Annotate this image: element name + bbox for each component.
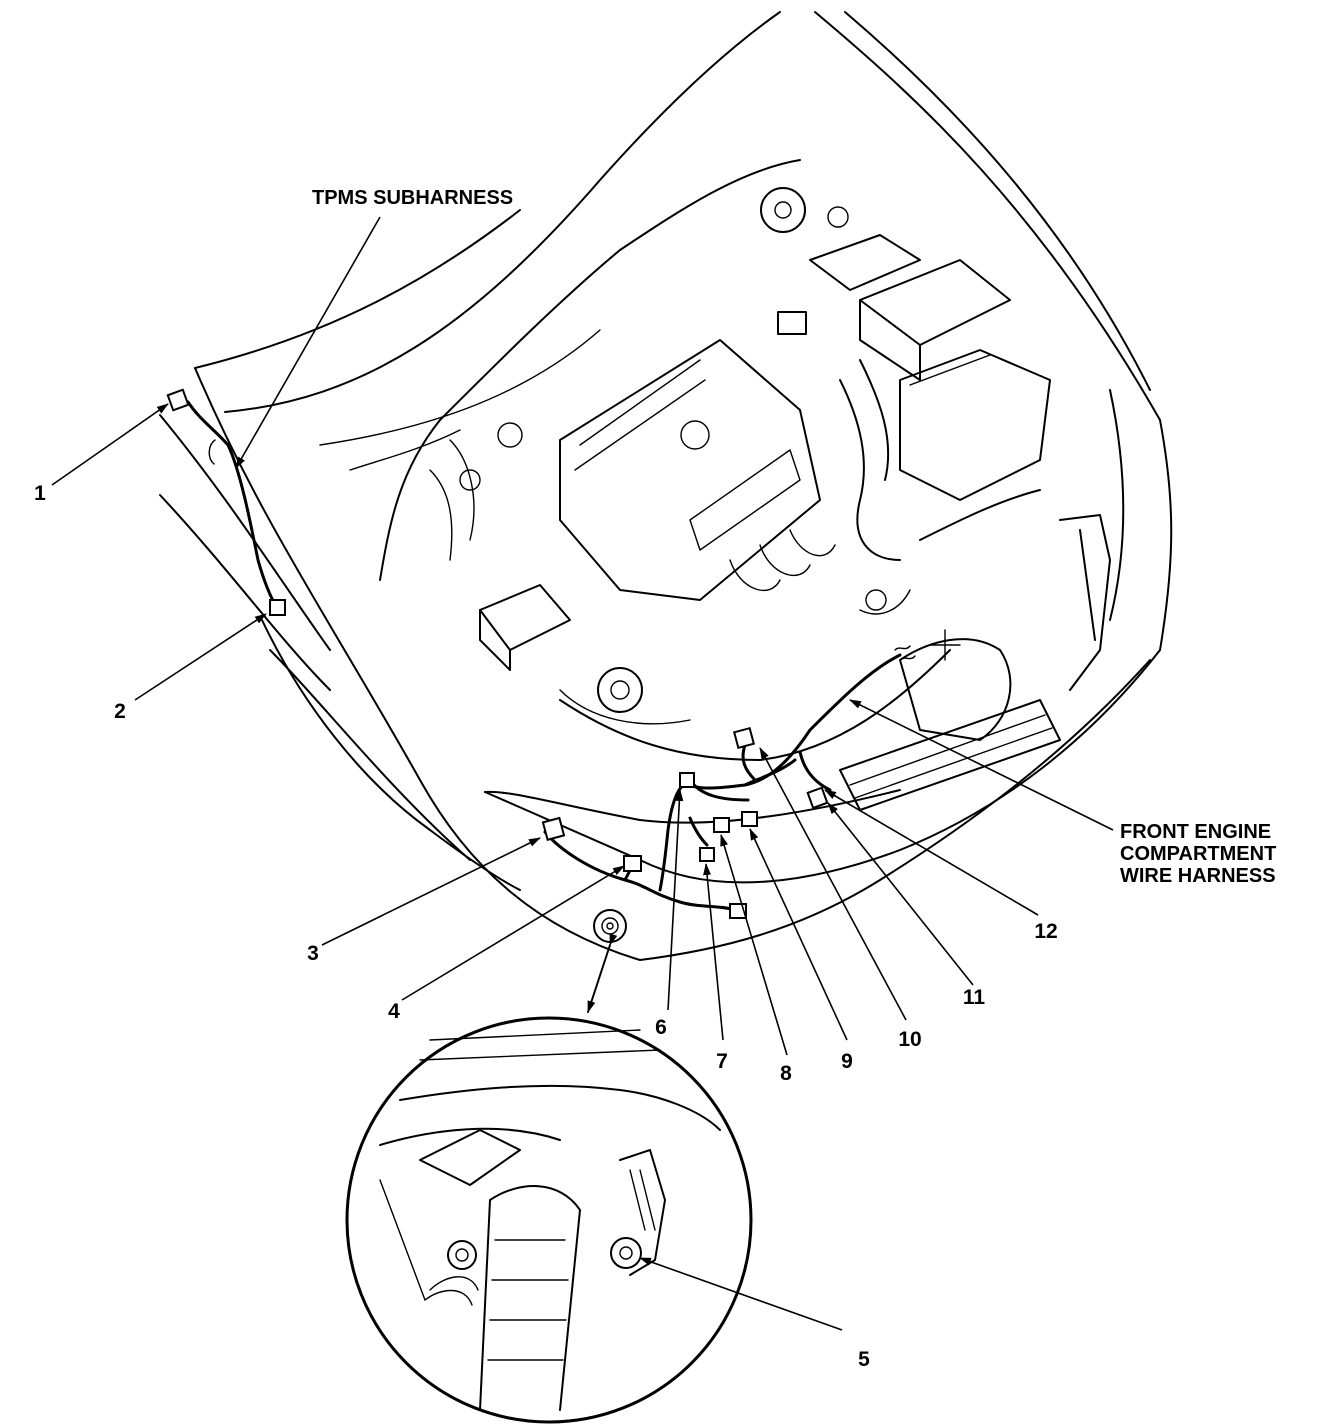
callout-3: 3 [307,942,319,965]
callout-5: 5 [858,1348,870,1371]
label-tpms-subharness: TPMS SUBHARNESS [312,187,513,209]
callout-10: 10 [898,1028,921,1051]
callout-12: 12 [1034,920,1057,943]
ground-bolt [593,909,627,943]
callout-2: 2 [114,700,126,723]
car-body-outline [159,11,1173,961]
connector-8 [713,817,730,833]
engine-components [349,187,1051,741]
callout-9: 9 [841,1050,853,1073]
connector-7 [699,847,715,862]
detail-inset [345,933,753,1424]
callout-7: 7 [716,1050,728,1073]
text-labels: TPMS SUBHARNESS FRONT ENGINE COMPARTMENT… [34,187,1276,1371]
connector-11 [806,786,829,810]
front-harness-wire [658,653,902,892]
label-front-harness-line-2: COMPARTMENT [1120,843,1276,865]
connector-3 [541,816,566,841]
callout-11: 11 [963,986,986,1009]
callout-8: 8 [780,1062,792,1085]
connector-2 [269,599,286,616]
connector-1 [166,388,190,412]
connector-6 [679,772,695,788]
connector-9 [741,811,758,827]
connectors [166,388,829,943]
callout-4: 4 [388,1000,400,1023]
callout-6: 6 [655,1016,667,1039]
leader-lines [51,216,1114,1331]
label-front-harness-line-3: WIRE HARNESS [1120,865,1276,887]
ground-point-5 [610,1237,642,1269]
tpms-subharness-wire [186,400,280,612]
connector-4 [623,855,642,872]
label-front-harness-line-1: FRONT ENGINE [1120,821,1271,843]
connector-10 [732,726,756,750]
callout-1: 1 [34,482,46,505]
